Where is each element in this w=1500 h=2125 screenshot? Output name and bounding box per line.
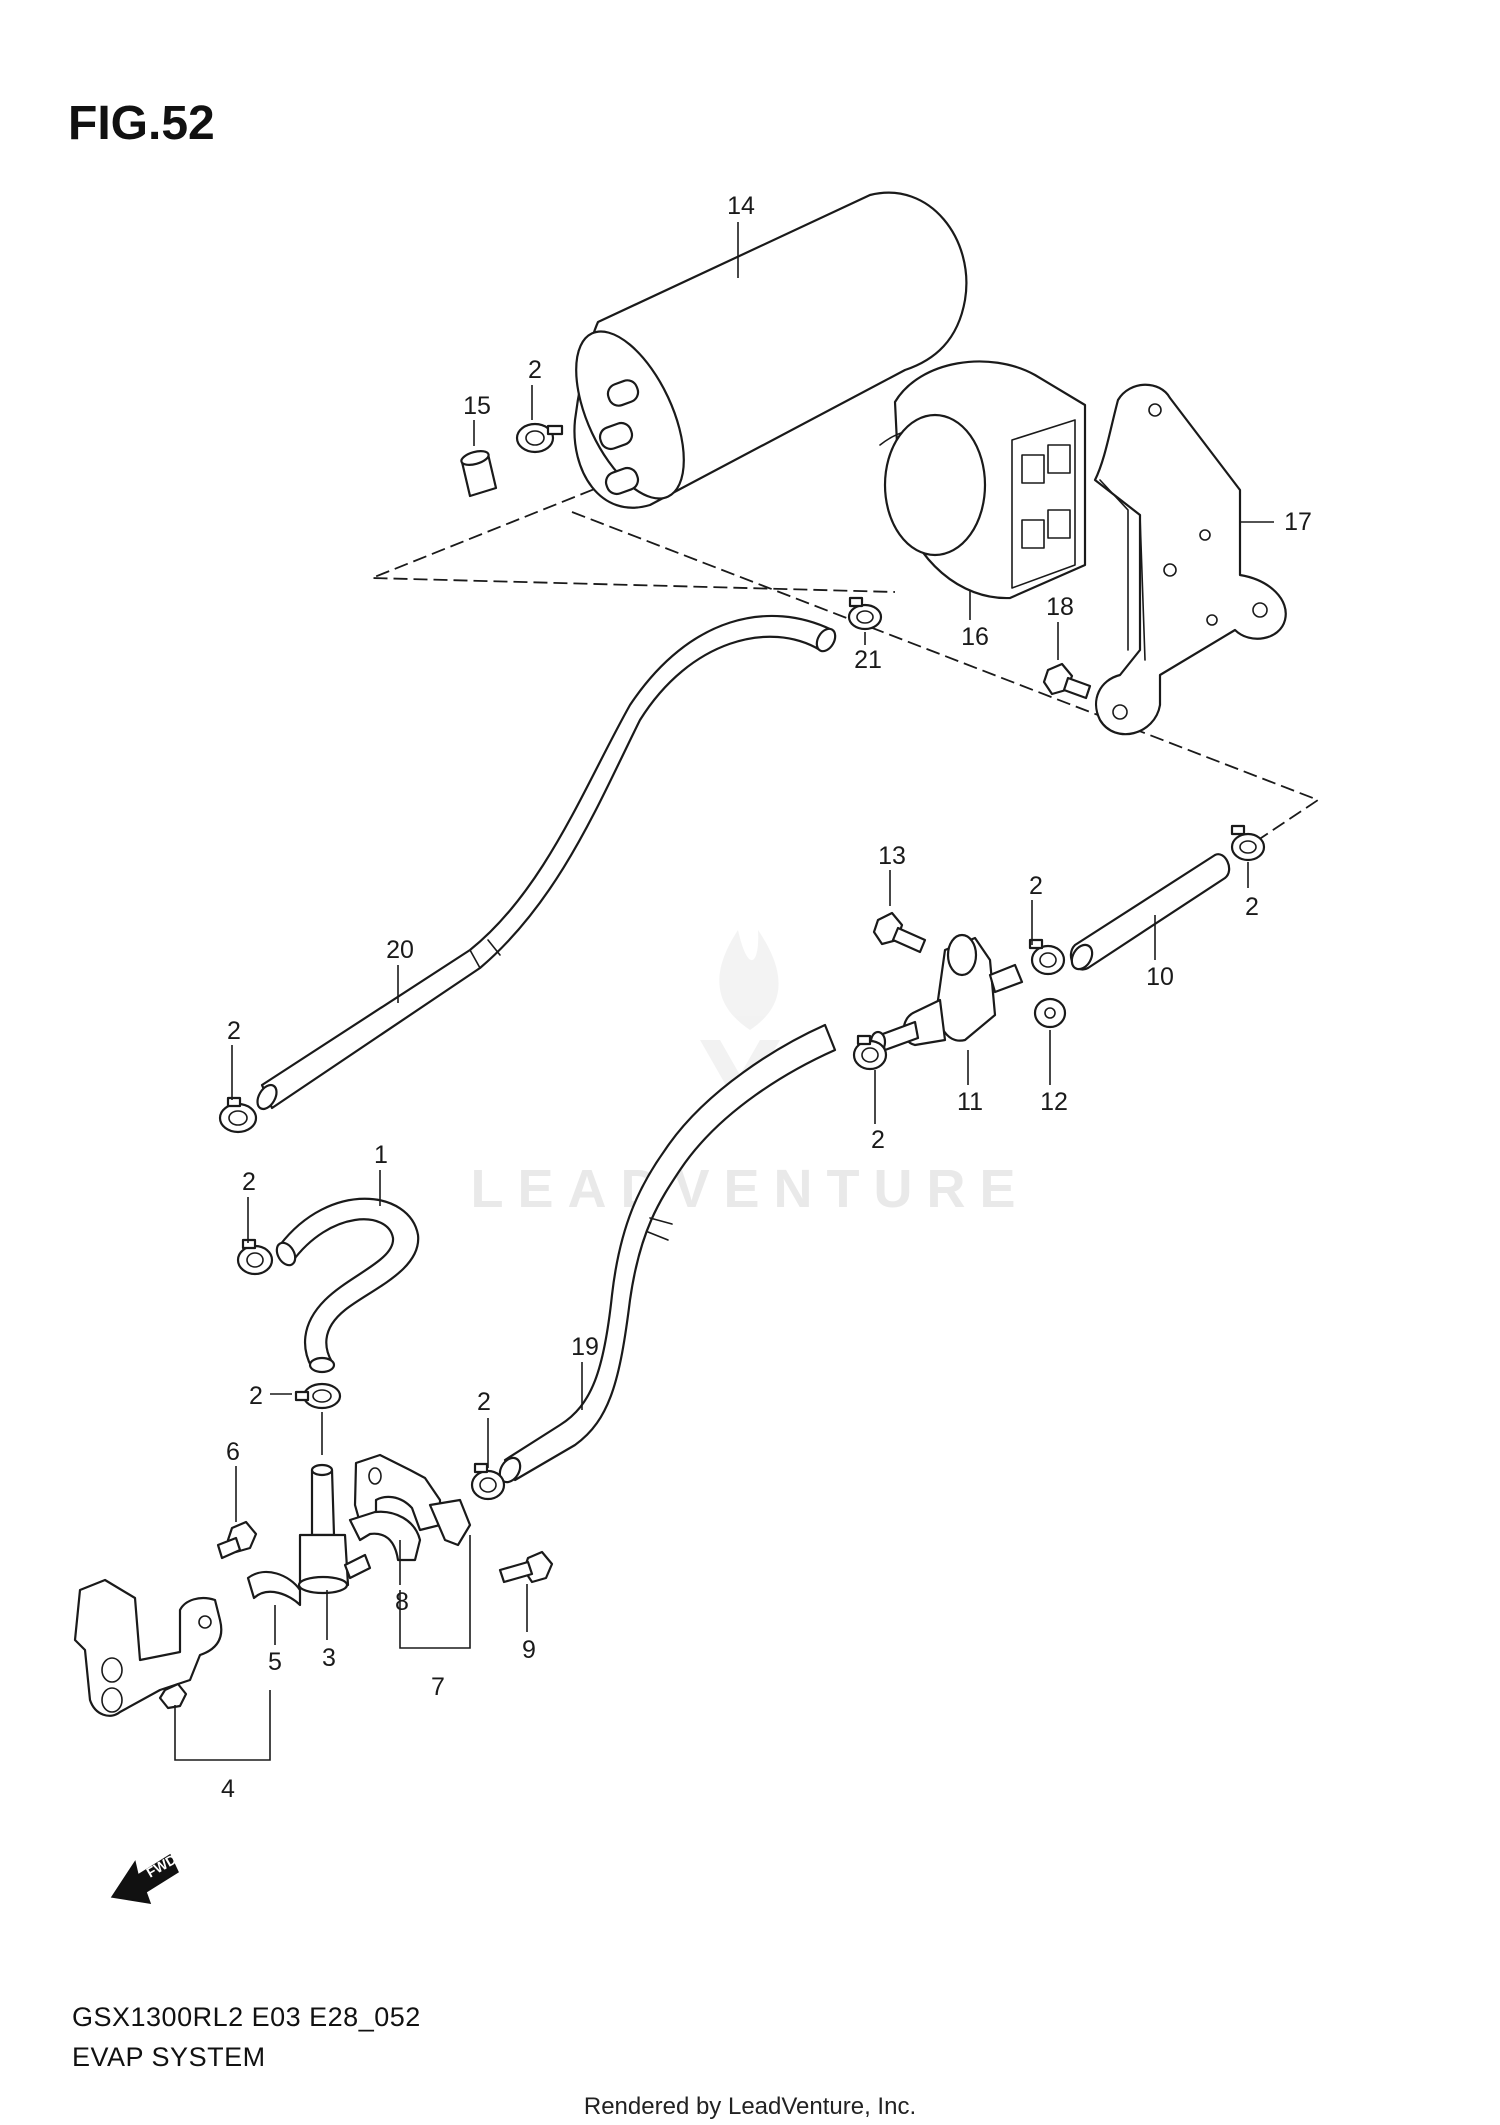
- callout-18: 18: [1046, 593, 1074, 621]
- part-17-bracket: [1093, 383, 1287, 736]
- part-1-hose: [275, 1197, 420, 1374]
- callout-4: 4: [221, 1775, 235, 1803]
- part-10-hose: [1069, 853, 1231, 971]
- callout-12: 12: [1040, 1088, 1068, 1116]
- part-12-washer: [1033, 997, 1067, 1029]
- callout-6: 6: [226, 1438, 240, 1466]
- part-13-screw: [872, 911, 927, 954]
- part-2-clip-top: [515, 422, 564, 454]
- callouts: 14 2 15 17 16 18 21 13 2 2 10 20 11 12 2…: [221, 192, 1312, 1803]
- callout-7: 7: [431, 1673, 445, 1701]
- part-2-clip-valve-right: [1028, 938, 1066, 976]
- part-19-hose: [498, 1023, 837, 1484]
- part-16-holder: [879, 360, 1087, 600]
- callout-19: 19: [571, 1333, 599, 1361]
- callout-16: 16: [961, 623, 989, 651]
- callout-21: 21: [854, 646, 882, 674]
- callout-8: 8: [395, 1588, 409, 1616]
- callout-1: 1: [374, 1141, 388, 1169]
- part-2-clip-hose1-top: [236, 1238, 274, 1276]
- callout-11: 11: [957, 1088, 983, 1116]
- footer-credit: Rendered by LeadVenture, Inc.: [583, 2093, 917, 2120]
- part-9-bolt: [498, 1550, 554, 1584]
- part-6-bolt: [216, 1520, 258, 1560]
- part-21-clip: [847, 596, 883, 631]
- part-2-clip-hose10: [1230, 824, 1266, 862]
- callout-14: 14: [727, 192, 755, 220]
- leader-lines: [231, 222, 1274, 1645]
- part-5-clamp: [246, 1570, 302, 1607]
- callout-2: 2: [477, 1388, 491, 1416]
- part-2-clip-hose1-bottom: [294, 1382, 342, 1410]
- section-name: EVAP SYSTEM: [72, 2042, 266, 2072]
- part-2-clip-hose20: [218, 1096, 258, 1134]
- part-18-bolt: [1042, 662, 1092, 700]
- part-20-hose: [256, 614, 837, 1111]
- callout-3: 3: [322, 1644, 336, 1672]
- part-4-bracket: [73, 1578, 223, 1717]
- part-11-valve: [869, 933, 1024, 1054]
- part-7-clamp: [348, 1498, 472, 1562]
- callout-2: 2: [1245, 893, 1259, 921]
- callout-2: 2: [242, 1168, 256, 1196]
- callout-2: 2: [528, 356, 542, 384]
- callout-2: 2: [227, 1017, 241, 1045]
- watermark-text: LEADVENTURE: [470, 1159, 1030, 1219]
- routing-lines: [371, 481, 1320, 843]
- callout-17: 17: [1284, 508, 1312, 536]
- part-3-valve: [297, 1463, 372, 1595]
- part-2-clip-hose19: [470, 1462, 506, 1501]
- callout-15: 15: [463, 392, 491, 420]
- part-14-canister: [573, 191, 968, 509]
- part-15-cap: [460, 450, 498, 498]
- callout-10: 10: [1146, 963, 1174, 991]
- part-2-clip-valve-left: [852, 1034, 888, 1071]
- fwd-arrow-icon: FWD: [110, 1851, 179, 1904]
- callout-2: 2: [1029, 872, 1043, 900]
- callout-20: 20: [386, 936, 414, 964]
- callout-13: 13: [878, 842, 906, 870]
- callout-2: 2: [871, 1126, 885, 1154]
- callout-5: 5: [268, 1648, 282, 1676]
- figure-title: FIG.52: [68, 97, 215, 150]
- callout-2: 2: [249, 1382, 263, 1410]
- callout-9: 9: [522, 1636, 536, 1664]
- model-code: GSX1300RL2 E03 E28_052: [72, 2002, 421, 2032]
- group-brackets: [174, 1535, 471, 1761]
